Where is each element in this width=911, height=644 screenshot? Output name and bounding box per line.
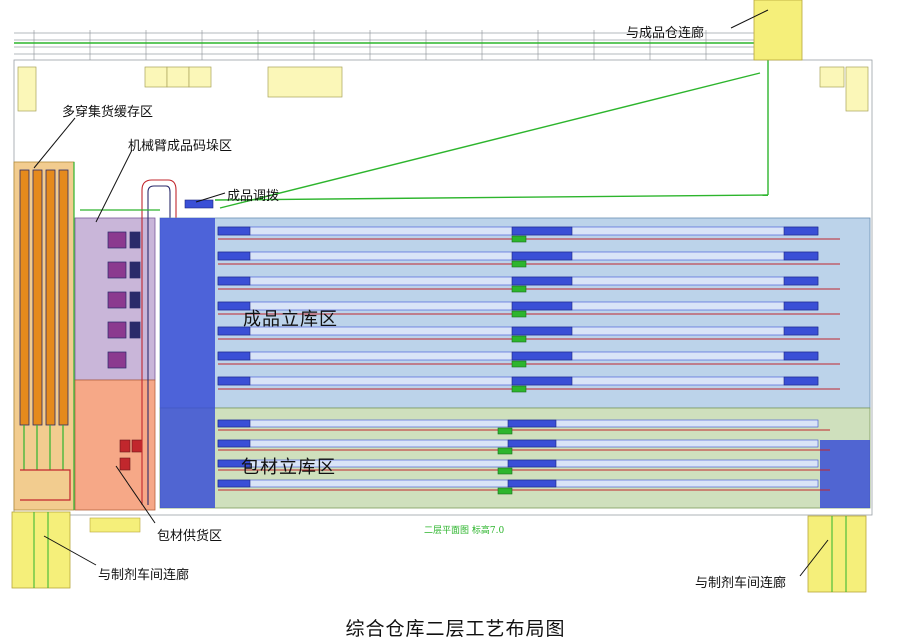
rack-end <box>217 459 251 468</box>
rack-end <box>217 351 251 361</box>
rack-mid <box>511 326 573 336</box>
rack-end <box>783 276 819 286</box>
finished-transfer-box <box>184 199 214 209</box>
dimension-ticks <box>33 30 707 60</box>
rack-end <box>217 479 251 488</box>
rack-mid <box>511 226 573 236</box>
rack-end <box>217 276 251 286</box>
label-shuttle-buffer: 多穿集货缓存区 <box>62 105 154 120</box>
rack-mid <box>511 376 573 386</box>
corridor-finished-block <box>753 0 803 61</box>
mid-conveyors <box>73 162 160 510</box>
rack-mid <box>507 459 557 468</box>
label-finished-ashrs: 成品立库区 <box>243 309 338 330</box>
rack-end <box>217 251 251 261</box>
rack-end <box>783 326 819 336</box>
rack-end <box>217 326 251 336</box>
label-corridor-finished: 与成品仓连廊 <box>626 26 705 41</box>
rack-mid <box>511 301 573 311</box>
rack-mid <box>511 251 573 261</box>
corridor-inner-lines <box>33 512 847 592</box>
loop-conveyor <box>141 179 177 505</box>
top-rooms <box>17 66 869 112</box>
packing-exit-block <box>820 440 870 508</box>
label-corridor-prep-left: 与制剂车间连廊 <box>98 568 190 583</box>
rack-mid <box>511 276 573 286</box>
label-corridor-prep-right: 与制剂车间连廊 <box>695 576 787 591</box>
leader-lines <box>33 9 829 577</box>
stacker <box>511 260 527 268</box>
rack-end <box>783 226 819 236</box>
label-packing-supply: 包材供货区 <box>157 529 223 544</box>
rack-mid <box>507 419 557 428</box>
label-packing-ashrs: 包材立库区 <box>241 457 336 478</box>
rack-mid <box>507 439 557 448</box>
bottom-yellow-strip <box>89 517 141 533</box>
stacker <box>497 487 513 495</box>
packing-entry-block <box>160 408 215 508</box>
stacker <box>511 235 527 243</box>
rack-end <box>217 419 251 428</box>
rack-rows <box>217 226 840 495</box>
finished-entry-block <box>160 218 215 408</box>
top-conveyor <box>14 42 769 209</box>
figure-caption: 综合仓库二层工艺布局图 <box>345 618 566 640</box>
stacker <box>511 335 527 343</box>
stacker <box>511 385 527 393</box>
label-finished-transfer: 成品调拨 <box>227 189 280 204</box>
stacker <box>497 467 513 475</box>
robot-cells <box>107 231 141 369</box>
rack-end <box>217 226 251 236</box>
stacker <box>511 285 527 293</box>
stacker <box>511 360 527 368</box>
rack-mid <box>507 479 557 488</box>
rack-end <box>217 301 251 311</box>
stacker <box>497 447 513 455</box>
shuttle-buffer-conveyors <box>20 425 71 501</box>
packing-supply-zone <box>74 379 156 511</box>
label-floor-note: 二层平面图 标高7.0 <box>424 526 505 536</box>
corridor-prep-left-block <box>11 511 71 589</box>
rack-end <box>783 376 819 386</box>
rack-end <box>783 301 819 311</box>
rack-end <box>783 351 819 361</box>
label-robot-palletizing: 机械臂成品码垛区 <box>128 139 233 154</box>
rack-end <box>783 251 819 261</box>
rack-end <box>217 376 251 386</box>
building-outline <box>13 32 873 516</box>
stacker <box>511 310 527 318</box>
rack-mid <box>511 351 573 361</box>
stacker <box>497 427 513 435</box>
rack-end <box>217 439 251 448</box>
